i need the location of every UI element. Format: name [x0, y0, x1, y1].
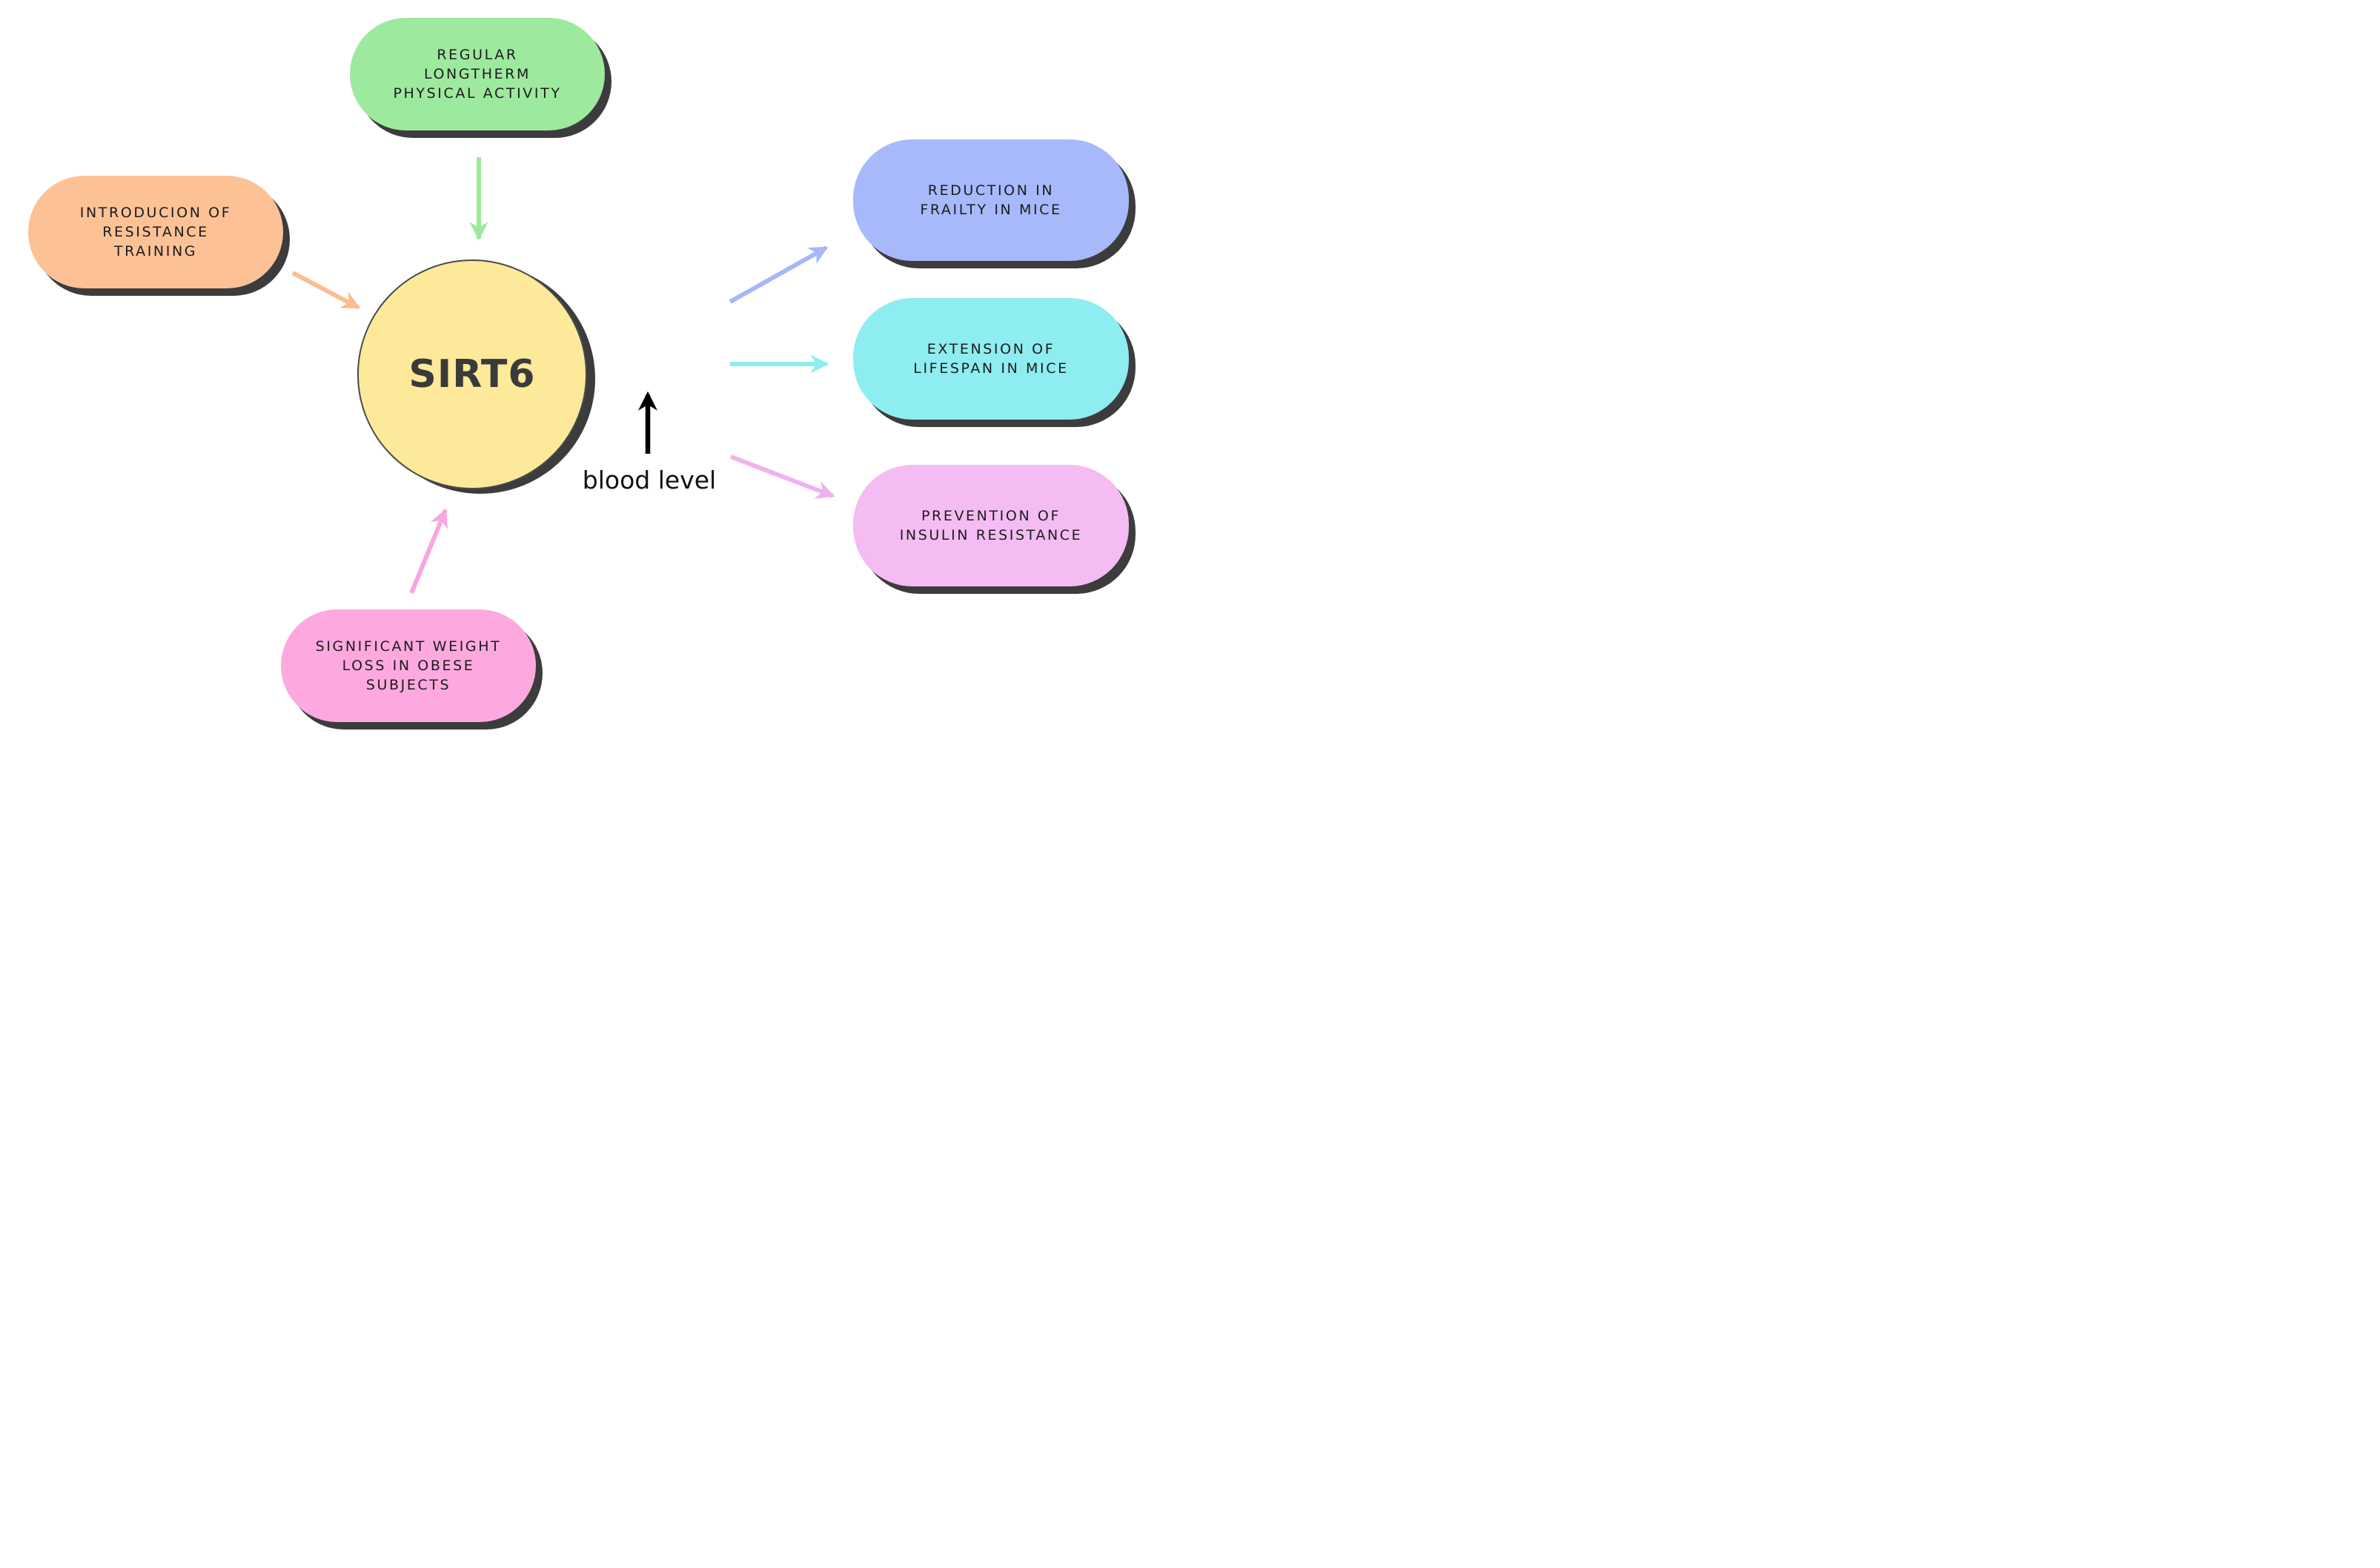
node-insulin: PREVENTION OF INSULIN RESISTANCE	[853, 465, 1129, 586]
arrows-layer	[291, 157, 835, 595]
node-resistance-training-label: INTRODUCION OF RESISTANCE TRAINING	[79, 204, 232, 260]
arrow-weight-loss-to-sirt6	[409, 508, 448, 595]
node-resistance-training: INTRODUCION OF RESISTANCE TRAINING	[28, 176, 283, 288]
node-lifespan: EXTENSION OF LIFESPAN IN MICE	[853, 298, 1129, 420]
node-frailty: REDUCTION IN FRAILTY IN MICE	[853, 139, 1129, 261]
sirt6-diagram: REGULAR LONGTHERM PHYSICAL ACTIVITY INTR…	[0, 0, 1162, 766]
node-physical-activity: REGULAR LONGTHERM PHYSICAL ACTIVITY	[350, 18, 605, 130]
node-insulin-label: PREVENTION OF INSULIN RESISTANCE	[899, 507, 1083, 543]
node-physical-activity-label: REGULAR LONGTHERM PHYSICAL ACTIVITY	[393, 46, 562, 102]
arrow-sirt6-to-frailty	[729, 245, 829, 304]
node-frailty-label: REDUCTION IN FRAILTY IN MICE	[920, 182, 1062, 218]
node-sirt6: SIRT6	[357, 259, 587, 489]
node-sirt6-label: SIRT6	[408, 352, 536, 397]
arrow-resistance-training-to-sirt6	[291, 271, 361, 310]
blood-level-label: blood level	[582, 466, 717, 494]
node-weight-loss: SIGNIFICANT WEIGHT LOSS IN OBESE SUBJECT…	[281, 609, 536, 722]
node-lifespan-label: EXTENSION OF LIFESPAN IN MICE	[913, 340, 1069, 377]
arrow-sirt6-to-insulin	[729, 454, 835, 499]
node-weight-loss-label: SIGNIFICANT WEIGHT LOSS IN OBESE SUBJECT…	[315, 638, 502, 694]
